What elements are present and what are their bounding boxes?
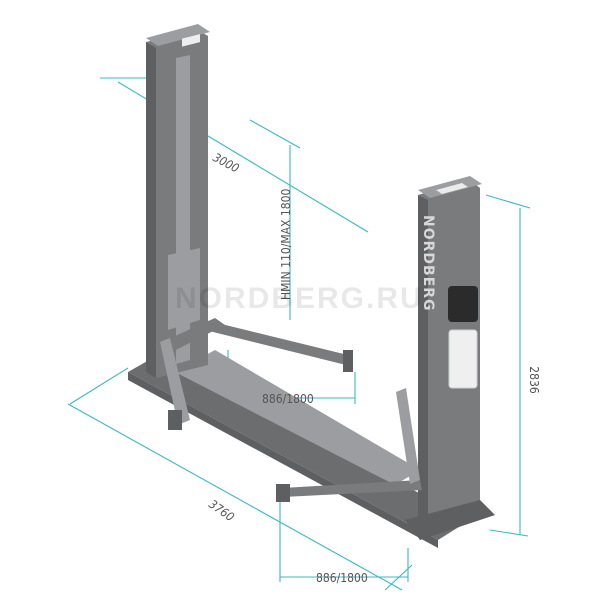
dim-tick xyxy=(489,529,529,537)
brand-label: NORDBERG xyxy=(420,215,436,312)
label-lift-height: HMIN 110/MAX 1800 xyxy=(279,189,293,300)
base-plate xyxy=(128,355,470,540)
dim-tick xyxy=(249,119,301,149)
left-arm-pad xyxy=(168,410,182,430)
label-3000: 3000 xyxy=(211,150,242,175)
dim-tick xyxy=(69,367,129,405)
base-plate-edge xyxy=(128,372,438,548)
dim-tick xyxy=(485,194,531,209)
left-carriage xyxy=(168,248,200,330)
left-arm-extension xyxy=(205,320,352,366)
right-post-side xyxy=(418,195,428,530)
right-post-cap xyxy=(436,183,468,194)
motor-icon xyxy=(448,286,478,322)
watermark: NORDBERG.RU xyxy=(175,282,424,315)
lift-structure xyxy=(128,24,495,548)
labels: 3000 HMIN 110/MAX 1800 2836 3760 886/180… xyxy=(175,150,541,585)
left-post-cap xyxy=(182,34,200,47)
label-arm-upper: 886/1800 xyxy=(262,392,314,406)
base-plate-ridge xyxy=(175,350,420,485)
label-arm-lower: 886/1800 xyxy=(316,571,368,585)
left-post-top xyxy=(146,24,210,46)
label-3760: 3760 xyxy=(206,497,237,524)
right-base xyxy=(405,500,495,540)
oil-reservoir xyxy=(448,329,478,389)
label-2836: 2836 xyxy=(527,366,541,394)
left-arm-front xyxy=(160,338,190,425)
right-arm-rear xyxy=(396,388,420,484)
left-arm-pad-rear xyxy=(343,350,353,372)
left-post-side xyxy=(146,42,156,378)
right-arm-pad xyxy=(276,484,290,502)
right-arm-extension xyxy=(282,480,422,497)
dim-line-3760 xyxy=(67,403,403,591)
